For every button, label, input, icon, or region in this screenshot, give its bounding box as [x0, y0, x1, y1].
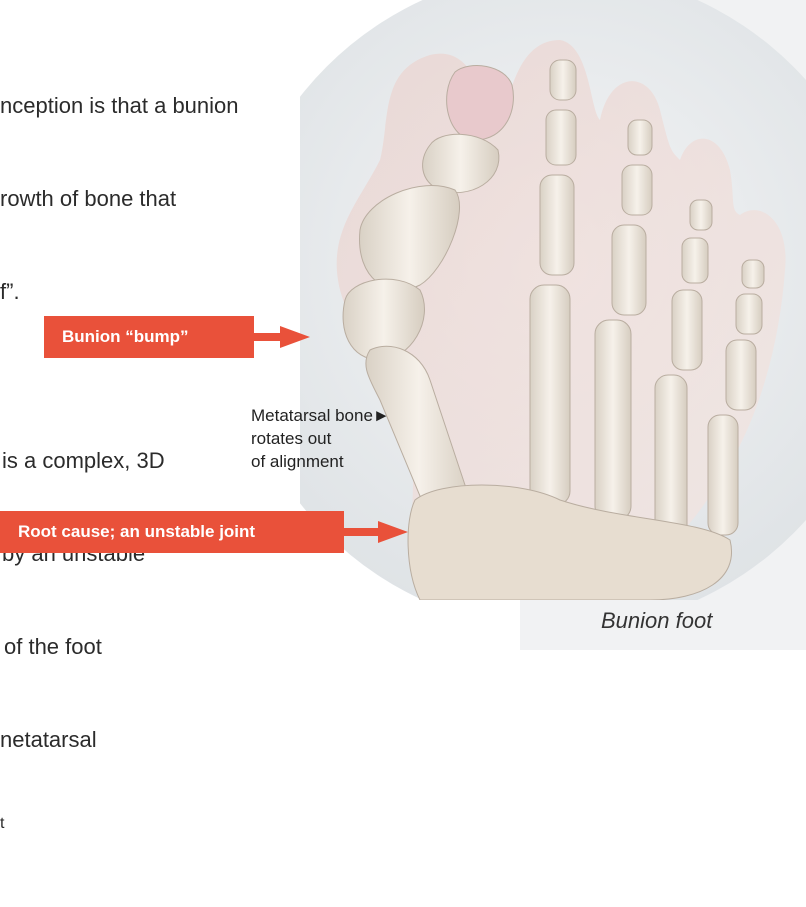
- intro-line: nception is that a bunion: [0, 90, 330, 121]
- intro-line: t: [0, 817, 330, 831]
- root-cause-callout: Root cause; an unstable joint: [0, 511, 344, 553]
- intro-line: netatarsal: [0, 724, 330, 755]
- intro-line: f”.: [0, 276, 330, 307]
- root-cause-arrow-shaft: [342, 528, 380, 536]
- intro-line: of the foot: [0, 631, 330, 662]
- bunion-bump-callout: Bunion “bump”: [44, 316, 254, 358]
- rotation-label-line: rotates out: [251, 427, 411, 450]
- bunion-bump-arrow-shaft: [252, 333, 282, 341]
- figure-caption: Bunion foot: [601, 608, 712, 634]
- rotation-label-line: of alignment: [251, 450, 411, 473]
- metatarsal-rotation-label: Metatarsal bone► rotates out of alignmen…: [251, 404, 411, 473]
- bunion-bump-arrow-icon: [280, 326, 310, 348]
- foot-illustration: [300, 0, 806, 600]
- rotation-label-line: Metatarsal bone►: [251, 404, 411, 427]
- intro-line: rowth of bone that: [0, 183, 330, 214]
- root-cause-arrow-icon: [378, 521, 408, 543]
